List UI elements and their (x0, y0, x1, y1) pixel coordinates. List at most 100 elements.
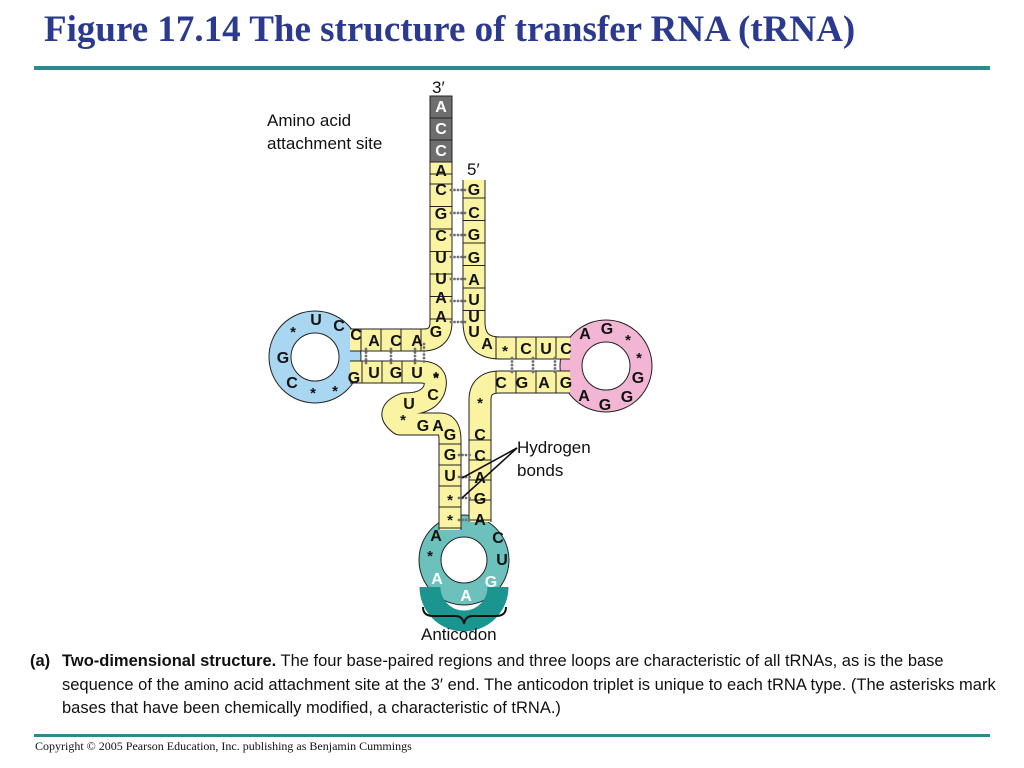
hydrogen-bond-dot (464, 453, 468, 457)
label-amino-acid-line2: attachment site (267, 134, 383, 153)
nucleotide-c: C (474, 448, 486, 465)
hydrogen-bond-dot (456, 320, 460, 324)
anticodon-right-band (469, 371, 570, 522)
label-anticodon: Anticodon (421, 625, 497, 644)
nucleotide-a: A (474, 512, 486, 529)
nucleotide-u: U (310, 312, 322, 329)
nucleotide-a: A (430, 528, 442, 545)
label-hydrogen-line1: Hydrogen (517, 438, 591, 457)
hydrogen-bond-dot (422, 349, 426, 353)
hydrogen-bond-dot (453, 188, 456, 192)
nucleotide-c: C (390, 333, 402, 350)
hydrogen-bond-dot (510, 363, 514, 367)
nucleotide-c: C (435, 182, 447, 199)
hydrogen-bond-dot (449, 233, 453, 237)
nucleotide-u: U (468, 309, 480, 326)
hydrogen-bond-dot (364, 358, 368, 361)
nucleotide-g: G (599, 397, 611, 414)
figure-caption: (a) Two-dimensional structure. The four … (30, 650, 1005, 721)
nucleotide-c: C (427, 387, 439, 404)
hydrogen-bond-dot (463, 233, 467, 237)
hydrogen-bond-dot (510, 360, 514, 363)
caption-bold: Two-dimensional structure. (62, 652, 277, 670)
hydrogen-bond-dot (422, 356, 426, 360)
nucleotide-c: C (468, 205, 480, 222)
footer-rule (34, 734, 990, 737)
hydrogen-bond-dot (510, 356, 514, 360)
nucleotide-u: U (540, 341, 552, 358)
modified-base-marker: * (400, 412, 406, 429)
hydrogen-bond-dot (468, 518, 471, 522)
hydrogen-bond-dot (463, 188, 467, 192)
caption-body: Two-dimensional structure. The four base… (62, 650, 1005, 721)
nucleotide-u: U (435, 250, 447, 267)
hydrogen-bond-dot (364, 351, 368, 354)
hydrogen-bond-dot (456, 211, 460, 215)
hydrogen-bond-dot (413, 347, 417, 351)
hydrogen-bond-dot (389, 358, 393, 361)
slide-title: Figure 17.14 The structure of transfer R… (44, 9, 856, 50)
nucleotide-c: C (435, 143, 447, 160)
nucleotide-c: C (333, 318, 345, 335)
hydrogen-bond-pointer (461, 447, 518, 479)
modified-base-marker: * (447, 492, 453, 509)
hydrogen-bond-dot (453, 277, 456, 281)
nucleotide-g: G (417, 418, 429, 435)
hydrogen-bond-dot (457, 518, 461, 522)
diagram-bands (268, 95, 653, 632)
hydrogen-bond-dot (422, 360, 426, 363)
nucleotide-a: A (474, 470, 486, 487)
hydrogen-bond-dot (422, 353, 426, 356)
acceptor-3-stem-band (350, 173, 452, 351)
hydrogen-bond-dot (531, 367, 535, 370)
hydrogen-bond-dot (463, 277, 467, 281)
nucleotide-c: C (350, 327, 362, 344)
hydrogen-bond-dot (389, 351, 393, 354)
nucleotide-c: C (560, 341, 572, 358)
hydrogen-bond-dot (364, 354, 368, 358)
nucleotide-g: G (444, 427, 456, 444)
t-stem-top-band (463, 180, 570, 359)
anticodon-loop-band (419, 515, 509, 605)
hydrogen-bond-dot (464, 518, 468, 522)
hydrogen-bond-dot (456, 233, 460, 237)
hydrogen-bond-dot (449, 320, 453, 324)
label-amino-acid-line1: Amino acid (267, 111, 352, 130)
hydrogen-bond-dot (413, 358, 417, 361)
hydrogen-bond-dot (468, 475, 471, 479)
label-three-prime: 3′ (432, 78, 445, 97)
hydrogen-bond-dot (413, 354, 417, 358)
modified-base-marker: * (433, 370, 439, 387)
copyright: Copyright © 2005 Pearson Education, Inc.… (35, 739, 412, 753)
hydrogen-bond-dot (364, 361, 368, 365)
nucleotide-u: U (468, 324, 480, 341)
t-loop-band (560, 320, 652, 412)
hydrogen-bond-dot (449, 277, 453, 281)
t-stem-top-band-outline (462, 180, 570, 360)
nucleotide-g: G (468, 182, 480, 199)
nucleotide-g: G (601, 321, 613, 338)
nucleotide-c: C (286, 375, 298, 392)
hydrogen-bond-dot (457, 453, 461, 457)
hydrogen-bond-dot (449, 188, 453, 192)
nucleotide-g: G (474, 491, 486, 508)
acceptor-top-band (429, 161, 453, 175)
hydrogen-bond-dot (422, 346, 426, 349)
nucleotide-u: U (444, 468, 456, 485)
nucleotide-a: A (468, 272, 480, 289)
label-five-prime: 5′ (467, 160, 480, 179)
modified-base-marker: * (625, 332, 631, 349)
hydrogen-bond-dots (364, 188, 557, 522)
hydrogen-bond-dot (464, 496, 468, 500)
nucleotide-u: U (368, 365, 380, 382)
nucleotide-a: A (435, 309, 447, 326)
hydrogen-bond-dot (453, 233, 456, 237)
hydrogen-bond-dot (553, 356, 557, 360)
hydrogen-bond-pointer (461, 447, 518, 499)
acceptor-3-stem-band-outline (350, 173, 453, 352)
hydrogen-bond-dot (460, 299, 463, 303)
hydrogen-bond-dot (453, 320, 456, 324)
nucleotide-a: A (432, 418, 444, 435)
hydrogen-bond-dot (553, 363, 557, 367)
nucleotide-g: G (485, 574, 497, 591)
